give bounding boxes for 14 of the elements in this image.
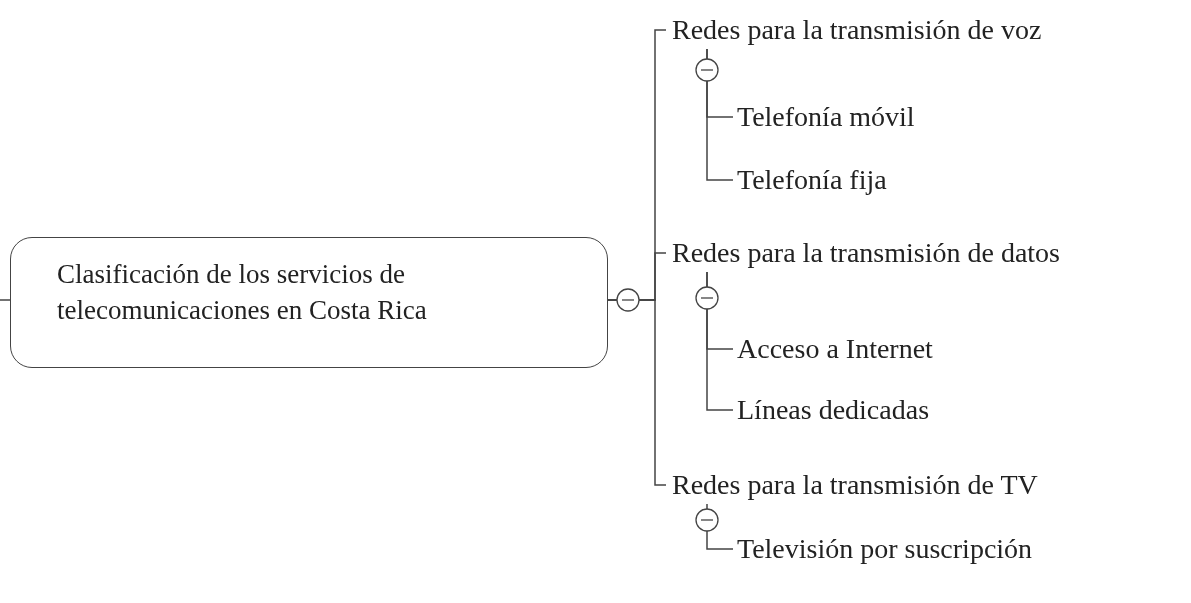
connector-line [706,503,734,550]
branch-label: Líneas dedicadas [737,393,931,427]
branch-label: Telefonía fija [737,163,888,197]
branch-label: Redes para la transmisión de TV [672,468,1039,502]
connector-line [706,271,734,411]
connector-line [706,48,734,181]
branch-label: Televisión por suscripción [737,532,1034,566]
branch-label: Acceso a Internet [737,332,934,366]
connector-line [607,299,667,486]
branch-label: Redes para la transmisión de voz [672,13,1043,47]
branch-label: Redes para la transmisión de datos [672,236,1061,270]
topic-text: Clasificación de los servicios de telecomunicaciones en Costa Rica [57,258,428,327]
topic-box [10,237,608,368]
branch-label: Telefonía móvil [737,100,916,134]
